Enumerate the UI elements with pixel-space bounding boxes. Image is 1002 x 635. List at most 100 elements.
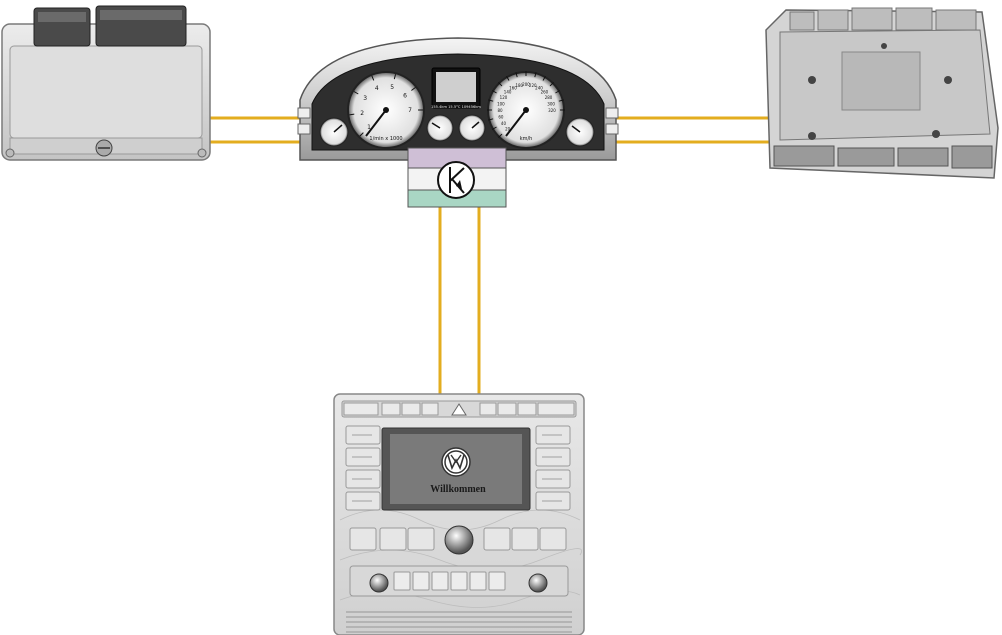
connector-row (773, 145, 993, 169)
top-button[interactable] (381, 402, 401, 416)
tachometer-tick (353, 91, 359, 95)
speedometer-tick (498, 82, 503, 87)
speedometer-tick-label: 300 (547, 101, 555, 106)
speedometer-tick-label: 100 (497, 101, 505, 106)
tachometer-tick (371, 75, 375, 81)
speedometer-tick-label: 120 (500, 95, 508, 100)
tachometer: 12 3 4 5 6 7 1/min x 1000 (347, 71, 425, 149)
screw-icon (944, 76, 952, 84)
function-button[interactable] (379, 527, 407, 551)
speedometer-tick (549, 82, 554, 87)
hazard-button-icon[interactable] (451, 403, 467, 416)
connector-plug (33, 7, 91, 47)
speedometer-tick-label: 240 (535, 85, 543, 90)
display-readout: 155.4km 15.5°C 109456km (431, 105, 481, 109)
preset-button[interactable] (450, 571, 468, 591)
screw-icon (808, 76, 816, 84)
multifunction-display: 155.4km 15.5°C 109456km (431, 67, 481, 109)
fuel-gauge (319, 117, 349, 147)
connector-plug (95, 5, 187, 47)
speedometer-tick (558, 99, 564, 102)
screw-icon (932, 130, 940, 138)
top-button[interactable] (343, 402, 379, 416)
bus-wires (208, 116, 770, 398)
tachometer-tick (393, 74, 397, 80)
speedometer-tick-label: 20 (505, 126, 511, 131)
speedometer-tick-label: 260 (541, 90, 549, 95)
speedometer-tick (488, 118, 494, 121)
tachometer-tick-label: 6 (403, 92, 407, 99)
tachometer-tick-label: 7 (408, 107, 412, 114)
top-button[interactable] (401, 402, 421, 416)
gateway-k-icon (437, 161, 475, 199)
top-button[interactable] (421, 402, 439, 416)
speedometer-tick-label: 160 (509, 85, 517, 90)
screw-icon (808, 132, 816, 140)
tachometer-tick (411, 87, 416, 91)
oil-temp-gauge (426, 114, 454, 142)
speedometer-tick-label: 280 (545, 95, 553, 100)
tachometer-tick-label: 4 (375, 85, 379, 92)
tachometer-tick (359, 132, 364, 137)
vw-logo-icon (441, 447, 471, 477)
function-button[interactable] (349, 527, 377, 551)
speedometer-tick (534, 72, 537, 78)
volume-knob[interactable] (369, 573, 389, 593)
tachometer-unit-label: 1/min x 1000 (369, 136, 402, 142)
preset-button[interactable] (488, 571, 506, 591)
speedometer-tick-label: 180 (515, 83, 523, 88)
speedometer-tick-label: 320 (548, 108, 556, 113)
tachometer-tick (349, 113, 355, 116)
speedometer-tick (488, 99, 494, 102)
preset-button[interactable] (393, 571, 411, 591)
screen-welcome-text: Willkommen (430, 484, 486, 495)
function-button[interactable] (539, 527, 567, 551)
top-button[interactable] (497, 402, 517, 416)
air-vent (346, 611, 572, 633)
speedometer-tick (506, 75, 510, 81)
speedometer-tick (491, 126, 497, 130)
tuning-knob[interactable] (528, 573, 548, 593)
speedometer-tick-label: 80 (497, 108, 503, 113)
function-button[interactable] (407, 527, 435, 551)
speedometer-tick (491, 90, 497, 94)
function-button[interactable] (511, 527, 539, 551)
tachometer-needle (365, 109, 387, 137)
heatsink-ribs (789, 7, 977, 31)
top-button[interactable] (517, 402, 537, 416)
battery-gauge (565, 117, 595, 147)
function-button[interactable] (483, 527, 511, 551)
screw-icon (5, 148, 15, 158)
top-button[interactable] (537, 402, 575, 416)
tachometer-tick-label: 2 (360, 110, 364, 117)
coolant-gauge (458, 114, 486, 142)
speedometer-tick-label: 200 (522, 82, 530, 87)
right-control-unit[interactable] (765, 7, 999, 179)
speedometer-tick (515, 72, 518, 78)
radio-navigation-unit[interactable]: Willkommen (333, 393, 585, 635)
preset-button[interactable] (469, 571, 487, 591)
speedometer-tick (498, 133, 503, 138)
tachometer-tick-label: 5 (390, 84, 394, 91)
top-button[interactable] (479, 402, 497, 416)
speedometer-tick-label: 40 (501, 121, 507, 126)
left-control-unit[interactable] (1, 5, 211, 161)
preset-button[interactable] (431, 571, 449, 591)
speedometer-tick (555, 90, 561, 94)
screw-icon (197, 148, 207, 158)
speedometer-needle (505, 109, 527, 137)
preset-button[interactable] (412, 571, 430, 591)
main-rotary-knob[interactable] (444, 525, 474, 555)
screw-icon (881, 43, 887, 49)
instrument-cluster[interactable]: 12 3 4 5 6 7 1/min x 1000 155.4km 15.5°C 1094… (297, 37, 619, 161)
tachometer-tick-label: 3 (363, 95, 367, 102)
speedometer-tick (542, 75, 546, 81)
gateway-module[interactable] (407, 147, 507, 208)
speedometer-tick-label: 140 (504, 90, 512, 95)
speedometer-tick-label: 60 (498, 115, 504, 120)
tachometer-tick-label: 1 (367, 124, 371, 131)
speedometer-unit-label: km/h (520, 136, 533, 142)
speedometer-tick-label: 220 (529, 83, 537, 88)
